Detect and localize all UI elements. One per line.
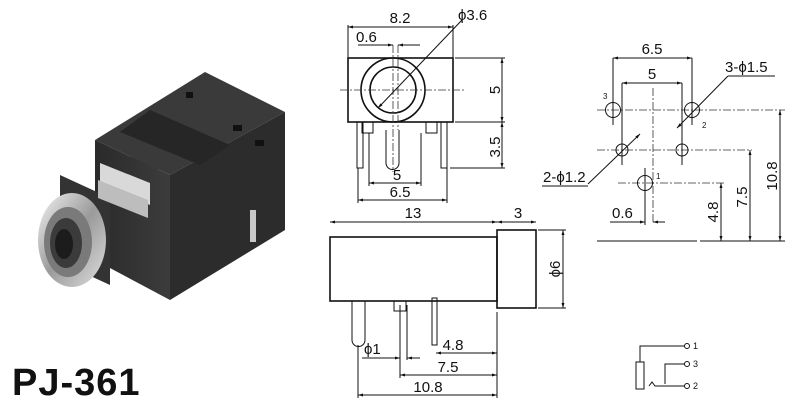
peg-hole-left	[615, 143, 629, 157]
dim-body-height: 5	[487, 86, 504, 94]
dim-body-length: 13	[405, 205, 422, 222]
dim-nose-length: 3	[514, 205, 522, 222]
schematic-symbol: 1 3 2	[635, 341, 698, 391]
dim-pin-holes: 3-ϕ1.5	[725, 59, 768, 76]
dim-row-3: 10.8	[764, 161, 781, 190]
dim-pin-pos-3: 10.8	[413, 379, 442, 396]
pcb-footprint: 3 2 1 6.5 5 3-ϕ1.5 2-ϕ1.2 0.6 4.8 7.5 10…	[542, 41, 785, 242]
dim-footprint-offset: 0.6	[612, 205, 633, 222]
dim-span-outer: 6.5	[642, 41, 663, 58]
side-view: 13 3 ϕ6 ϕ1 4.8 7.5 10.8	[329, 205, 566, 398]
dim-pin-pos-2: 7.5	[438, 359, 459, 376]
pin-hole-1	[637, 175, 653, 191]
terminal-1: 1	[693, 341, 698, 351]
product-title: PJ-361	[12, 362, 141, 404]
dim-row-2: 7.5	[734, 187, 751, 208]
dim-pin-pos-1: 4.8	[443, 337, 464, 354]
dim-width: 8.2	[390, 10, 411, 27]
dim-pin-dia: ϕ1	[364, 341, 381, 358]
pin-label-3: 3	[603, 92, 608, 101]
dim-hole-dia: ϕ3.6	[458, 7, 487, 24]
pin-label-2: 2	[702, 121, 707, 130]
dim-nose-dia: ϕ6	[547, 261, 564, 278]
front-view: 8.2 ϕ3.6 0.6 5 3.5 5 6.5	[340, 7, 505, 203]
dim-pin-spacing-outer: 6.5	[390, 184, 411, 201]
peg-hole-right	[675, 143, 689, 157]
pin-label-1: 1	[656, 172, 661, 181]
dim-pin-spacing-inner: 5	[393, 167, 401, 184]
dim-row-1: 4.8	[705, 202, 722, 223]
pin-hole-2	[684, 102, 700, 118]
dim-span-inner: 5	[648, 66, 656, 83]
pin-hole-3	[605, 102, 621, 118]
dim-pin-length: 3.5	[487, 137, 504, 158]
dim-peg-holes: 2-ϕ1.2	[543, 169, 586, 186]
terminal-2: 2	[693, 381, 698, 391]
terminal-3: 3	[693, 359, 698, 369]
product-photo	[38, 72, 285, 300]
dim-offset: 0.6	[356, 29, 377, 46]
